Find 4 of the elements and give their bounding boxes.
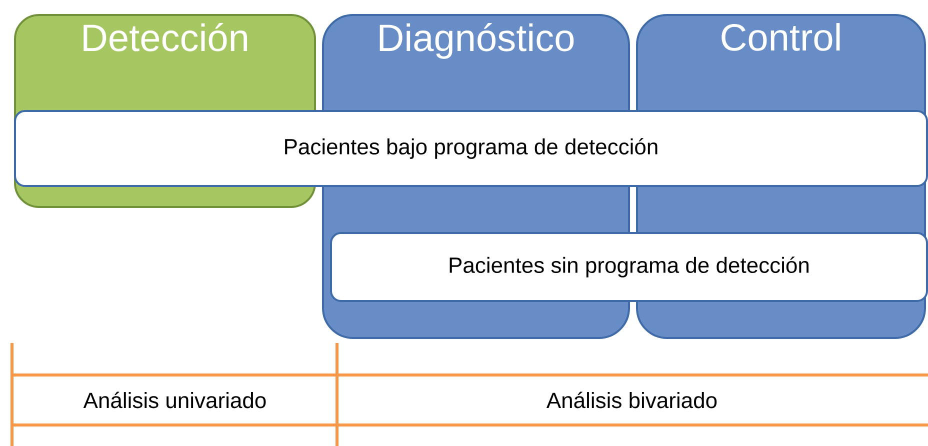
table-cell-text: Análisis bivariado	[546, 392, 717, 408]
patient-bar: Pacientes sin programa de detección	[330, 232, 928, 302]
patient-bar: Pacientes bajo programa de detección	[14, 110, 928, 187]
table-cell-text: Análisis univariado	[83, 392, 266, 408]
